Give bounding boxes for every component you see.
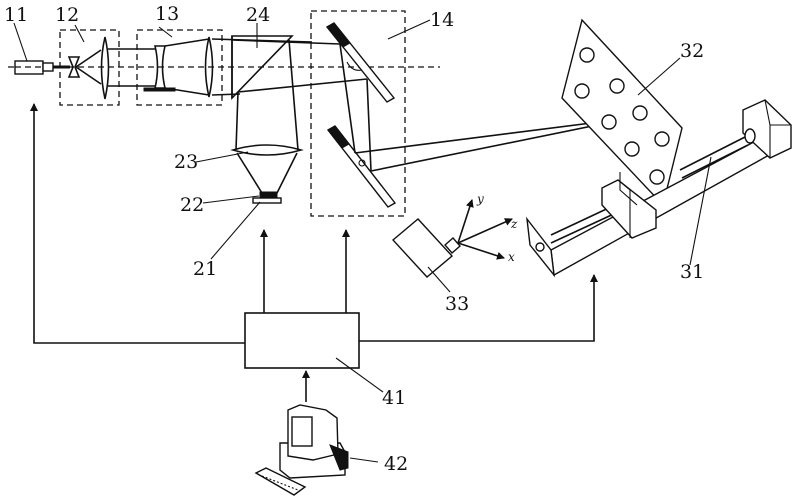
camera <box>391 199 513 278</box>
label-camera: 33 <box>445 293 469 315</box>
label-beam-expander: 12 <box>55 4 79 26</box>
control-connections <box>30 103 598 402</box>
label-beam-splitter-prism: 24 <box>246 4 270 26</box>
target-plate <box>561 18 683 207</box>
scan-beam-lower <box>370 122 608 172</box>
label-laser: 11 <box>4 4 28 26</box>
detector <box>252 191 282 204</box>
axis-label-y: y <box>476 192 484 206</box>
linear-stage <box>526 99 792 278</box>
beam-expander <box>59 29 155 106</box>
focusing-lens <box>230 144 304 194</box>
laser-source <box>14 60 70 75</box>
computer <box>254 404 349 496</box>
label-linear-stage: 31 <box>680 261 704 283</box>
leader-lines <box>13 19 712 463</box>
label-detector-base: 21 <box>193 258 217 280</box>
beam-splitter-prism <box>231 35 368 151</box>
label-focusing-lens: 23 <box>174 151 198 173</box>
label-controller: 41 <box>382 387 406 409</box>
label-beam-shaper: 13 <box>155 3 179 25</box>
controller-box <box>244 312 360 369</box>
label-detector: 22 <box>180 194 204 216</box>
scan-beam-upper <box>354 120 608 154</box>
axis-label-x: x <box>508 250 515 264</box>
axis-label-z: z <box>510 217 518 231</box>
label-target-plate: 32 <box>680 40 704 62</box>
label-scanning-galvo-unit: 14 <box>430 9 454 31</box>
label-computer: 42 <box>384 453 408 475</box>
scanning-galvo-unit <box>310 10 406 217</box>
